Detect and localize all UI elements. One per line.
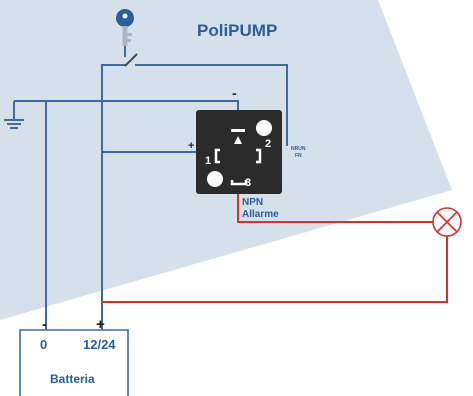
sensor-pin-1: 1 <box>205 155 211 167</box>
battery-plus-sign: + <box>96 316 105 333</box>
sensor-pin-3: 3 <box>245 177 251 189</box>
sensor-mount-hole-top <box>256 120 272 136</box>
sensor-block: 1 2 3 + - <box>188 85 282 194</box>
sensor-minus-sign: - <box>232 85 237 101</box>
diagram-title: PoliPUMP <box>197 21 277 40</box>
sensor-plus-sign: + <box>188 140 194 152</box>
blue-wires <box>14 46 288 330</box>
battery-minus-sign: - <box>42 316 47 333</box>
battery-negative-terminal: 0 <box>40 337 47 352</box>
ground-icon <box>4 101 24 129</box>
red-wires <box>102 194 448 303</box>
allarme-label: Allarme <box>242 209 279 220</box>
npn-label: NPN <box>242 197 263 208</box>
sensor-mount-hole-bottom <box>207 171 223 187</box>
battery: - + 0 12/24 Batteria <box>19 316 129 396</box>
lamp-icon <box>432 207 462 237</box>
pin2-label-top: NRUN <box>291 146 306 152</box>
pin2-label-bottom: FN <box>295 153 302 159</box>
battery-positive-terminal: 12/24 <box>83 337 116 352</box>
battery-label: Batteria <box>50 372 95 386</box>
sensor-pin-2: 2 <box>265 138 271 150</box>
key-icon <box>116 9 134 46</box>
switch-icon <box>124 53 138 67</box>
